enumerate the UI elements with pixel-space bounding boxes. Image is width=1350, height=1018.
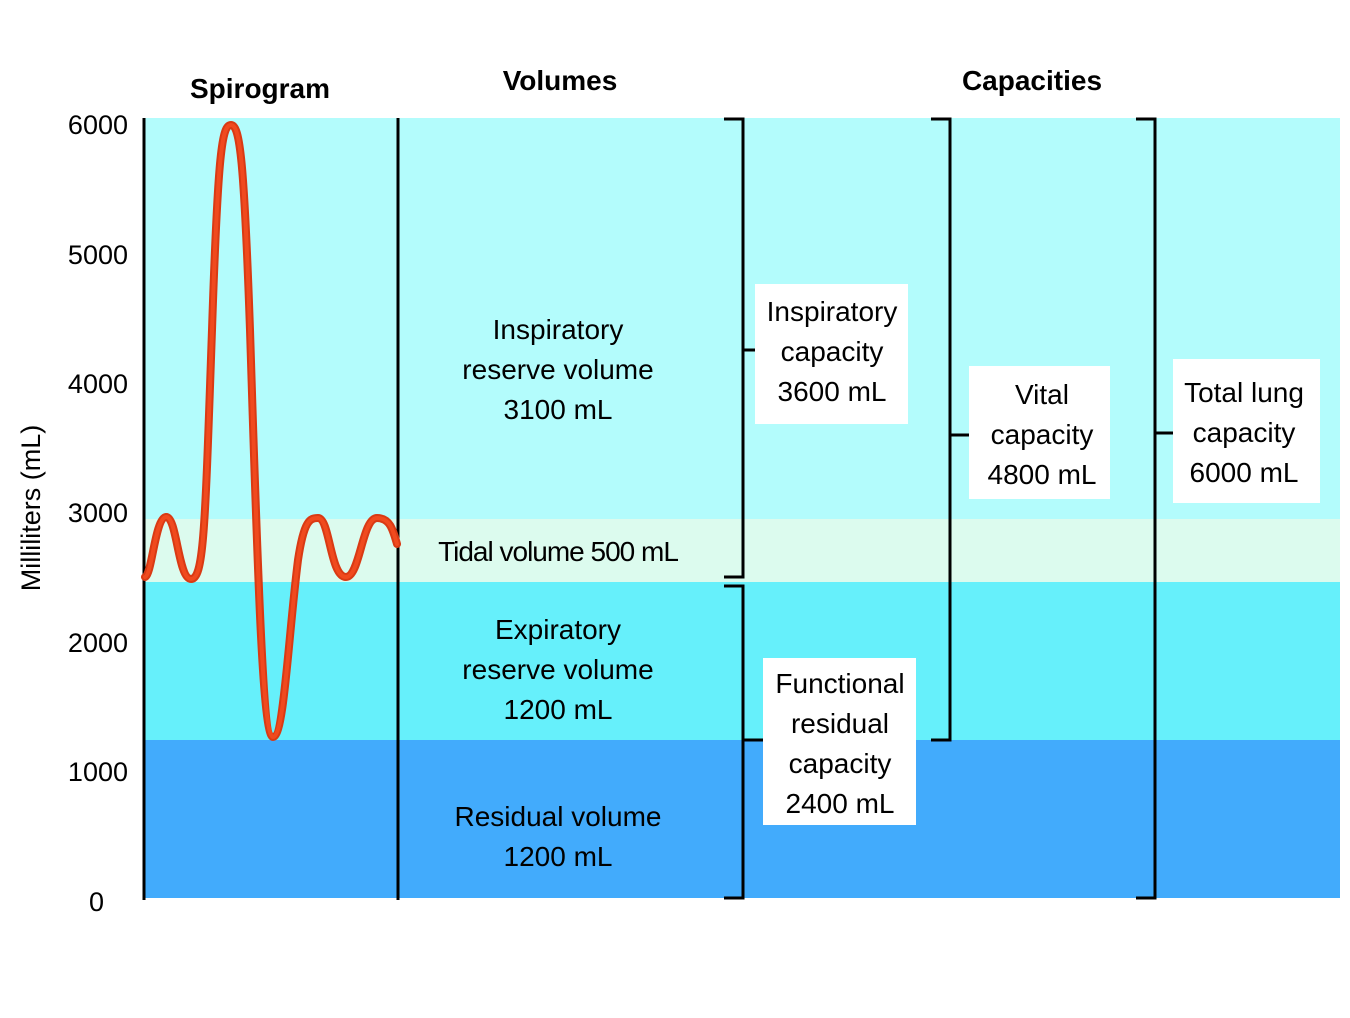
tidal-volume-label: Tidal volume 500 mL — [438, 536, 678, 567]
frc-line4: 2400 mL — [786, 788, 895, 819]
frc-line2: residual — [791, 708, 889, 739]
inspiratory-capacity-box — [755, 284, 908, 424]
frc-label: Functional residual capacity 2400 mL — [763, 658, 916, 825]
irv-label-line1: Inspiratory — [493, 314, 624, 345]
frc-box — [763, 658, 916, 825]
frc-bracket — [724, 584, 763, 900]
residual-label-line2: 1200 mL — [504, 841, 613, 872]
y-tick-4000: 4000 — [68, 369, 128, 399]
frc-line3: capacity — [789, 748, 892, 779]
capacities-header: Capacities — [962, 65, 1102, 96]
erv-label-line3: 1200 mL — [504, 694, 613, 725]
y-tick-5000: 5000 — [68, 240, 128, 270]
spirogram-trace — [143, 123, 399, 739]
inspiratory-capacity-line2: capacity — [781, 336, 884, 367]
inspiratory-capacity-bracket — [724, 117, 755, 579]
vital-capacity-label: Vital capacity 4800 mL — [969, 366, 1110, 499]
volumes-header: Volumes — [503, 65, 618, 96]
total-lung-capacity-line2: capacity — [1193, 417, 1296, 448]
y-tick-0: 0 — [89, 887, 104, 917]
erv-label: Expiratory reserve volume 1200 mL — [462, 614, 653, 725]
y-axis-label: Milliliters (mL) — [16, 425, 46, 591]
total-lung-capacity-bracket — [1136, 117, 1175, 900]
irv-label: Inspiratory reserve volume 3100 mL — [462, 314, 653, 425]
vital-capacity-box — [969, 366, 1110, 499]
inspiratory-capacity-line1: Inspiratory — [767, 296, 898, 327]
y-tick-1000: 1000 — [68, 757, 128, 787]
frc-line1: Functional — [775, 668, 904, 699]
y-tick-2000: 2000 — [68, 628, 128, 658]
vital-capacity-line2: capacity — [991, 419, 1094, 450]
inspiratory-capacity-line3: 3600 mL — [778, 376, 887, 407]
residual-label-line1: Residual volume — [455, 801, 662, 832]
erv-label-line2: reserve volume — [462, 654, 653, 685]
total-lung-capacity-label: Total lung capacity 6000 mL — [1173, 359, 1320, 503]
spirogram-header: Spirogram — [190, 73, 330, 104]
total-lung-capacity-line1: Total lung — [1184, 377, 1304, 408]
residual-label: Residual volume 1200 mL — [455, 801, 662, 872]
y-tick-6000: 6000 — [68, 110, 128, 140]
irv-label-line3: 3100 mL — [504, 394, 613, 425]
vital-capacity-line3: 4800 mL — [988, 459, 1097, 490]
vital-capacity-bracket — [931, 117, 970, 742]
irv-label-line2: reserve volume — [462, 354, 653, 385]
total-lung-capacity-line3: 6000 mL — [1190, 457, 1299, 488]
y-tick-3000: 3000 — [68, 498, 128, 528]
vital-capacity-line1: Vital — [1015, 379, 1069, 410]
total-lung-capacity-box — [1173, 359, 1320, 503]
erv-label-line1: Expiratory — [495, 614, 621, 645]
inspiratory-capacity-label: Inspiratory capacity 3600 mL — [755, 284, 908, 424]
